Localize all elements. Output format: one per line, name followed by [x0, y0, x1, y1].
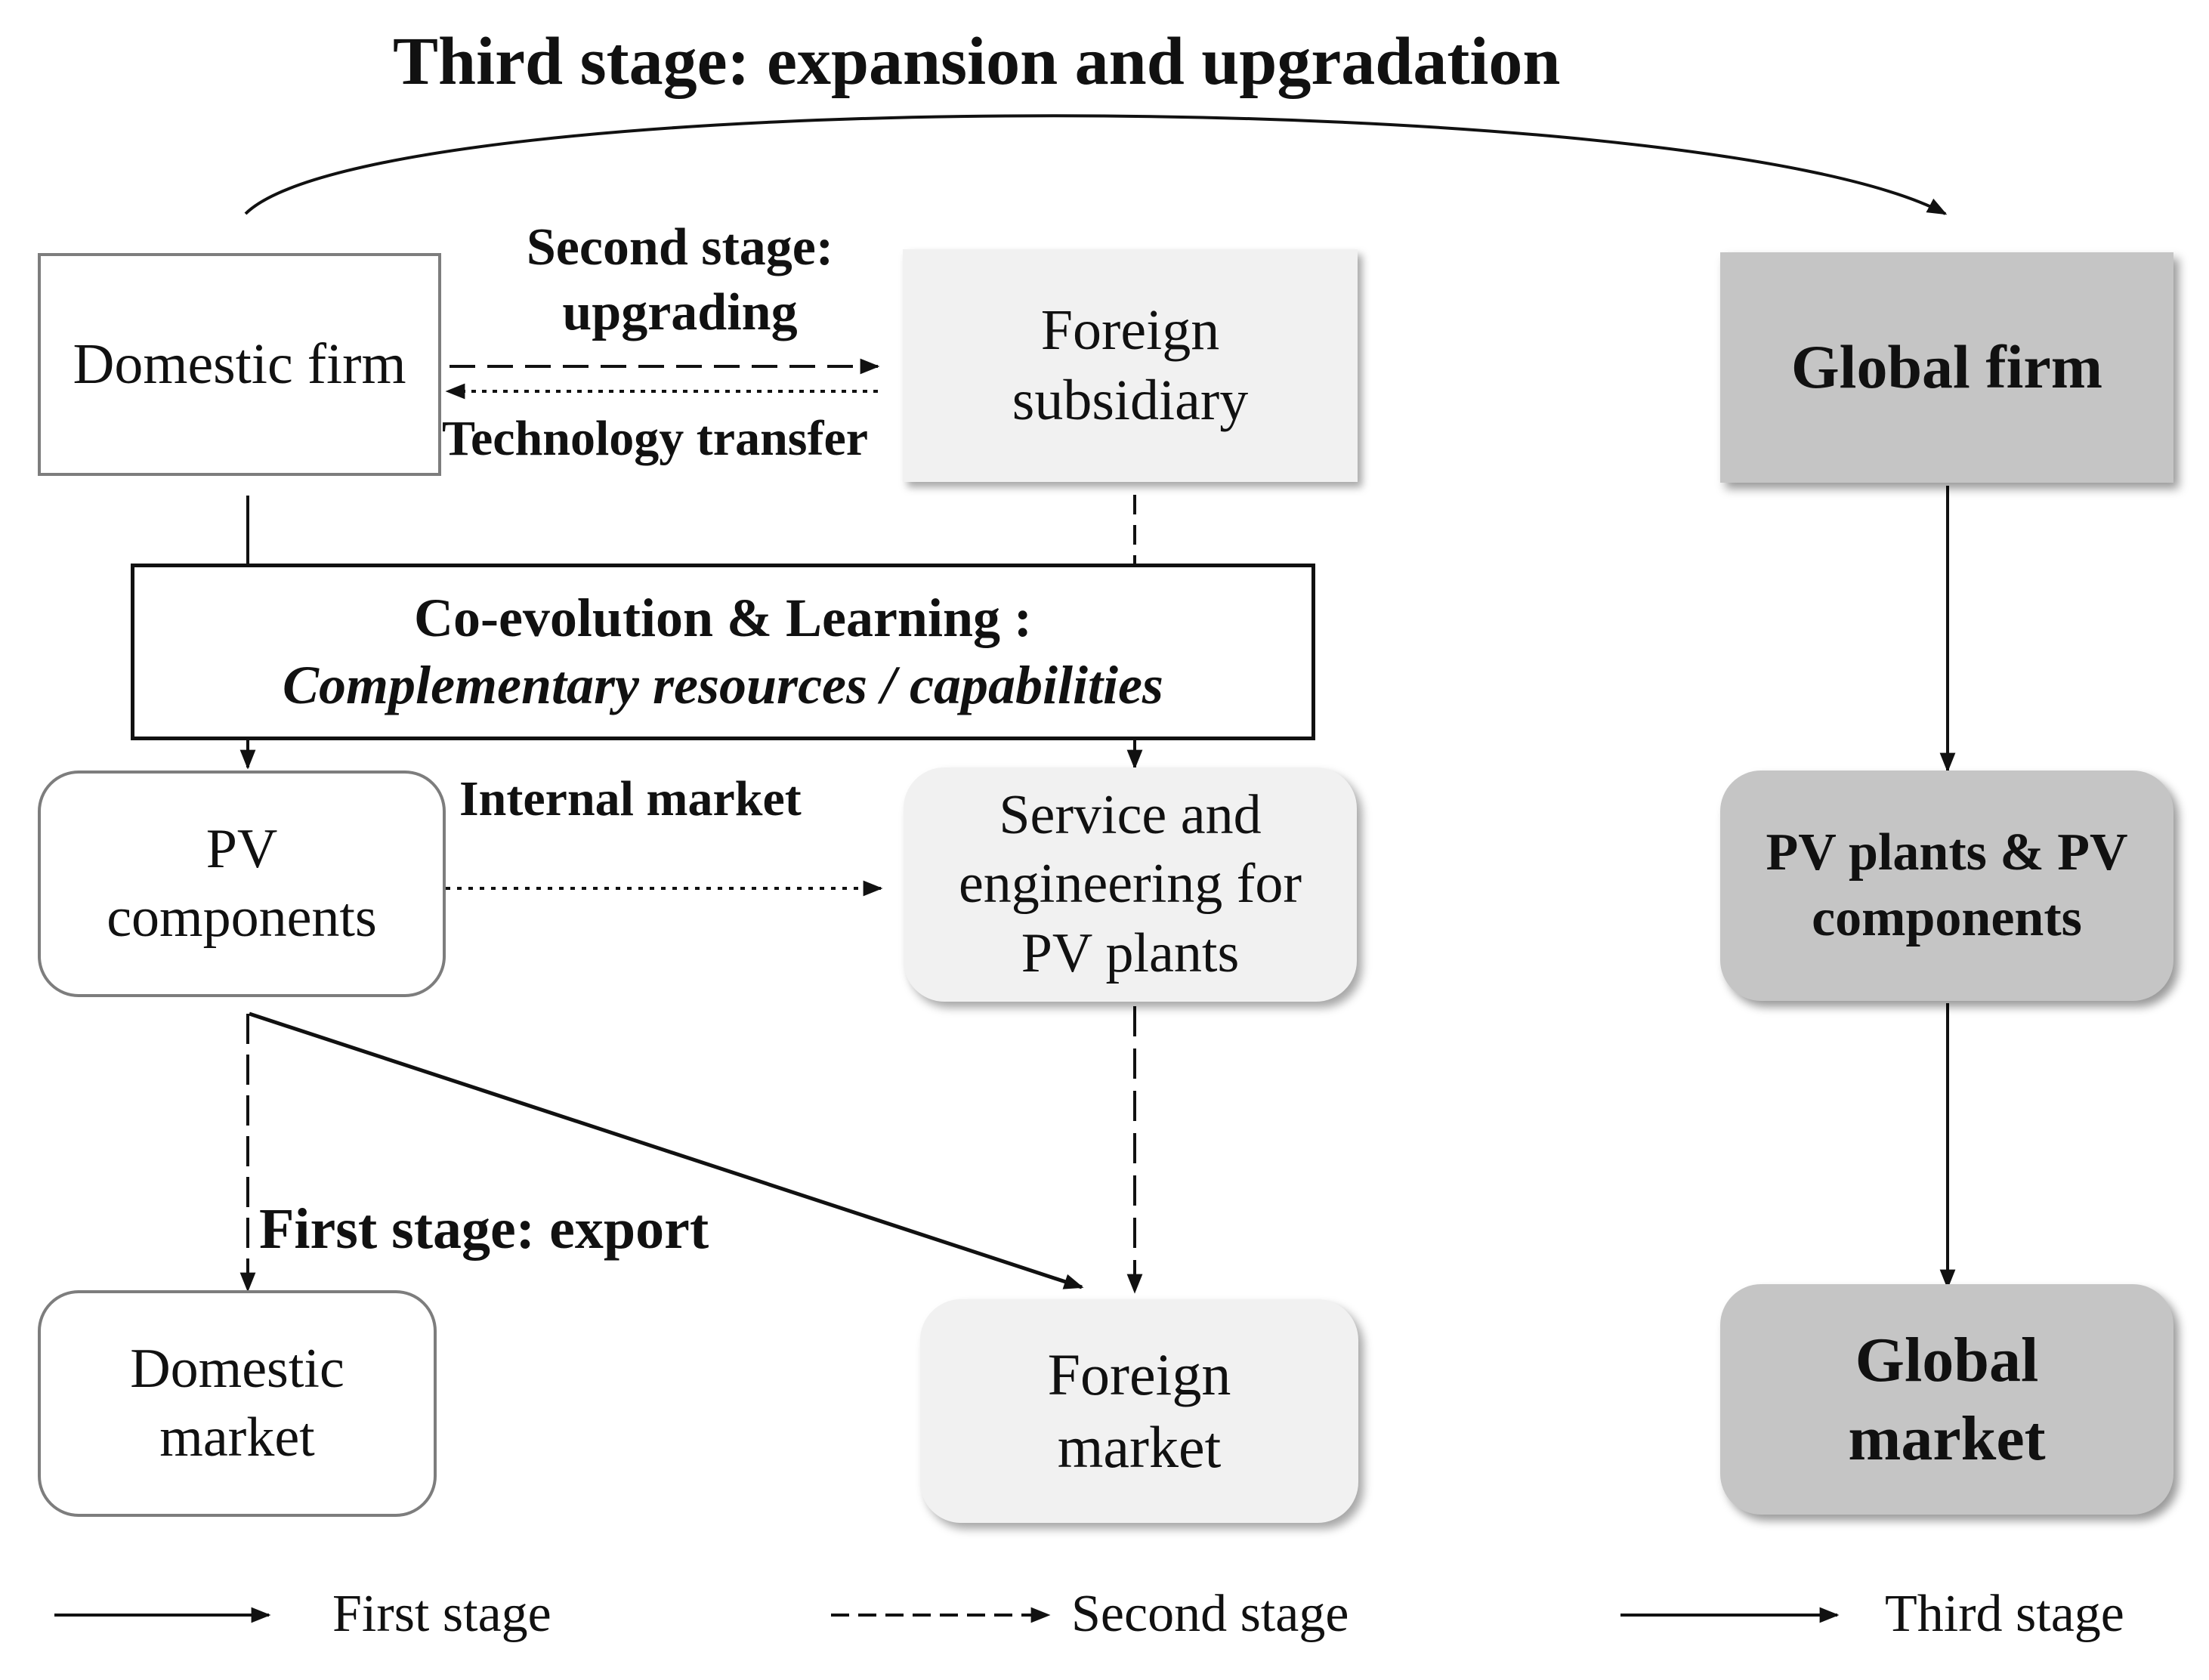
- second-stage-label-line1: Second stage:: [526, 218, 834, 276]
- pv-plants-components-label-line2: components: [1812, 888, 2082, 947]
- coevolution-subtitle: Complementary resources / capabilities: [283, 655, 1163, 715]
- pv-plants-components-label-line1: PV plants & PV: [1766, 823, 2128, 882]
- pv-to-foreign-market-arrow: [249, 1011, 1084, 1289]
- first-stage-export-label: First stage: export: [259, 1197, 709, 1261]
- foreign-market-box: Foreign market: [920, 1299, 1358, 1523]
- global-firm-box: Global firm: [1720, 252, 2173, 483]
- technology-transfer-label: Technology transfer: [442, 411, 869, 466]
- global-firm-label: Global firm: [1790, 332, 2103, 402]
- domestic-firm-box: Domestic firm: [38, 253, 441, 476]
- legend-first-stage-label: First stage: [332, 1585, 551, 1643]
- pv-components-label-line1: PV: [205, 817, 278, 880]
- second-stage-label: Second stage: upgrading: [453, 215, 907, 345]
- foreign-subsidiary-label-line1: Foreign: [1040, 298, 1220, 362]
- pv-components-label-line2: components: [107, 887, 377, 949]
- foreign-subsidiary-label-line2: subsidiary: [1012, 369, 1249, 432]
- pv-plants-components-box: PV plants & PV components: [1720, 771, 2173, 1001]
- foreign-subsidiary-box: Foreign subsidiary: [903, 249, 1358, 482]
- third-stage-arc: [244, 114, 1948, 215]
- second-stage-label-line2: upgrading: [562, 283, 798, 342]
- legend-third-stage-label: Third stage: [1885, 1585, 2124, 1643]
- coevolution-title: Co-evolution & Learning :: [414, 588, 1032, 649]
- global-market-label-line1: Global: [1855, 1325, 2039, 1396]
- domestic-market-label-line2: market: [159, 1407, 315, 1468]
- domestic-market-box: Domestic market: [38, 1290, 437, 1517]
- service-engineering-box: Service and engineering for PV plants: [904, 767, 1357, 1002]
- coevolution-box: Co-evolution & Learning : Complementary …: [131, 564, 1315, 740]
- internal-market-label: Internal market: [459, 771, 802, 826]
- pv-components-box: PV components: [38, 771, 446, 997]
- service-engineering-label-line1: Service and: [999, 784, 1262, 847]
- foreign-market-label-line1: Foreign: [1047, 1342, 1231, 1408]
- service-engineering-label-line2: engineering for: [958, 853, 1302, 916]
- diagram-title: Third stage: expansion and upgradation: [393, 24, 1561, 99]
- legend-second-stage-label: Second stage: [1071, 1585, 1349, 1643]
- foreign-market-label-line2: market: [1057, 1414, 1222, 1480]
- domestic-firm-label: Domestic firm: [73, 332, 406, 396]
- global-market-label-line2: market: [1848, 1403, 2046, 1474]
- service-engineering-label-line3: PV plants: [1021, 922, 1240, 984]
- global-market-box: Global market: [1720, 1284, 2173, 1515]
- domestic-market-label-line1: Domestic: [130, 1337, 344, 1400]
